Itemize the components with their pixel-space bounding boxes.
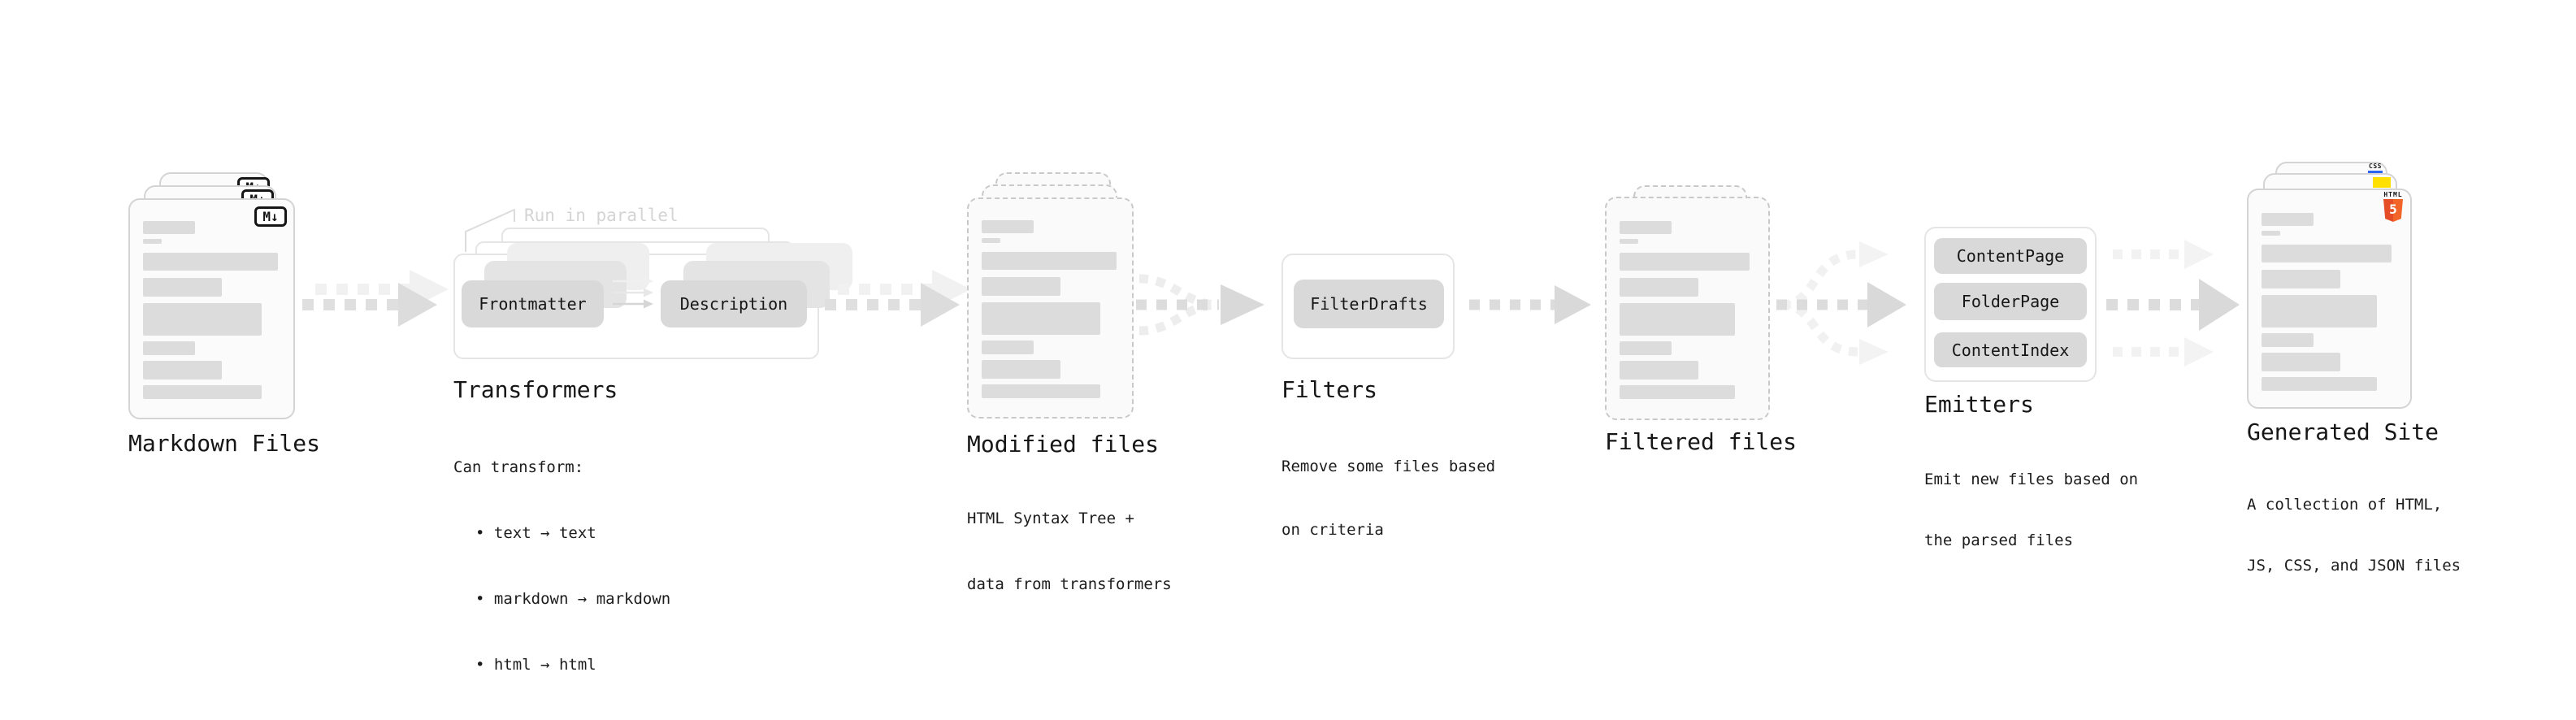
parallel-step-arrows	[613, 276, 653, 309]
flow-arrow-transformers-to-modified	[825, 270, 971, 327]
desc-line: A collection of HTML,	[2247, 496, 2443, 514]
desc-line: data from transformers	[967, 575, 1172, 593]
transformers-description: Can transform: • text → text • markdown …	[453, 413, 670, 720]
description-pill: Description	[661, 280, 807, 327]
static-site-pipeline-diagram: M↓ M↓ M↓ Markdown Files Run in parallel	[128, 162, 2461, 674]
markdown-icon: M↓	[254, 206, 287, 227]
desc-bullet: • markdown → markdown	[475, 590, 671, 608]
emitters-description: Emit new files based on the parsed files	[1924, 429, 2138, 592]
markdown-icon-label: M↓	[262, 209, 279, 224]
desc-line: JS, CSS, and JSON files	[2247, 557, 2461, 575]
desc-line: Emit new files based on	[1924, 471, 2139, 488]
desc-bullet: • html → html	[475, 656, 596, 674]
desc-line: Remove some files based	[1281, 458, 1496, 475]
filterdrafts-pill: FilterDrafts	[1294, 280, 1444, 328]
contentindex-pill: ContentIndex	[1934, 332, 2087, 367]
desc-line: the parsed files	[1924, 531, 2074, 549]
html5-shield: 5	[2383, 199, 2403, 222]
css-icon-label: CSS	[2369, 163, 2382, 170]
html5-icon: HTML 5	[2381, 191, 2405, 222]
modified-files-label: Modified files	[967, 431, 1160, 458]
filters-description: Remove some files based on criteria	[1281, 414, 1495, 583]
flow-arrow-merge-to-filters	[1136, 274, 1264, 336]
css-icon: CSS	[2366, 163, 2384, 173]
document-placeholder-lines	[2262, 213, 2392, 391]
filters-label: Filters	[1281, 376, 1378, 403]
flow-arrow-filters-to-filtered	[1469, 285, 1591, 324]
document-placeholder-lines	[1620, 221, 1750, 399]
desc-bullet: • text → text	[475, 524, 596, 542]
css-icon-underline	[2368, 171, 2383, 173]
annotation-leader-line	[465, 209, 515, 252]
desc-line: HTML Syntax Tree +	[967, 510, 1134, 527]
generated-site-description: A collection of HTML, JS, CSS, and JSON …	[2247, 454, 2461, 617]
generated-site-label: Generated Site	[2247, 419, 2439, 445]
frontmatter-pill: Frontmatter	[462, 280, 604, 327]
document-placeholder-lines	[982, 220, 1117, 398]
html5-icon-word: HTML	[2383, 191, 2403, 198]
desc-line: on criteria	[1281, 521, 1384, 539]
transformers-label: Transformers	[453, 376, 618, 403]
folderpage-pill: FolderPage	[1934, 283, 2087, 320]
markdown-files-label: Markdown Files	[128, 430, 321, 457]
flow-arrow-markdown-to-transformers	[302, 270, 449, 327]
desc-line: Can transform:	[453, 458, 584, 476]
flow-arrow-fanout-to-emitters	[1776, 241, 1906, 365]
modified-files-description: HTML Syntax Tree + data from transformer…	[967, 464, 1172, 640]
js-icon	[2373, 177, 2391, 188]
document-placeholder-lines	[143, 221, 278, 399]
contentpage-pill: ContentPage	[1934, 238, 2087, 274]
run-in-parallel-annotation: Run in parallel	[524, 206, 679, 225]
filtered-files-label: Filtered files	[1605, 428, 1798, 455]
emitters-label: Emitters	[1924, 391, 2034, 418]
html5-icon-number: 5	[2389, 202, 2397, 217]
flow-arrow-emitters-to-generated	[2106, 240, 2240, 367]
